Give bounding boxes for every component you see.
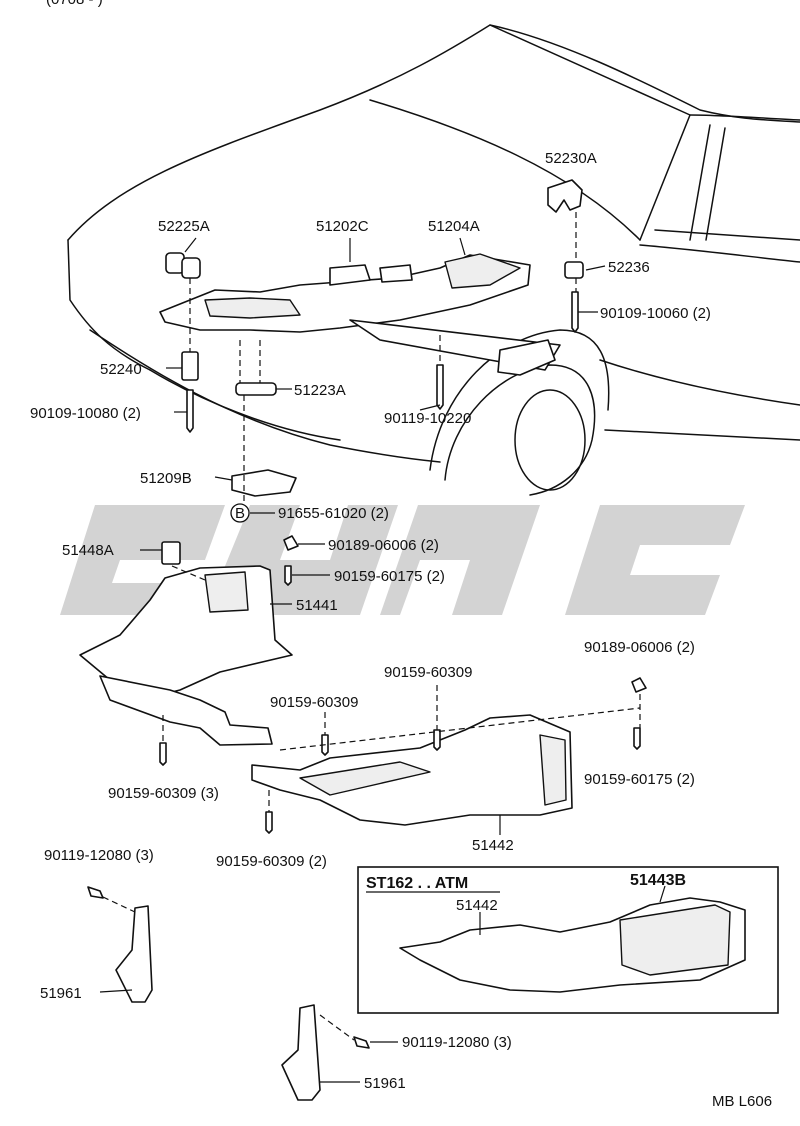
label-51443B: 51443B <box>630 872 686 889</box>
label-51442-inset: 51442 <box>456 897 498 914</box>
callout-b: B <box>235 505 245 522</box>
bracket-51961-upper <box>115 905 153 1003</box>
label-90119-12080-upper: 90119-12080 (3) <box>44 847 154 864</box>
bolt-90119-10220 <box>436 364 444 410</box>
bushing-52225A <box>165 252 201 279</box>
inset-box-st162-atm <box>357 866 779 1014</box>
label-51441: 51441 <box>296 597 338 614</box>
bracket-51961-lower <box>281 1004 321 1101</box>
car-body-outline <box>67 24 800 496</box>
label-51961-upper: 51961 <box>40 985 82 1002</box>
label-51204A: 51204A <box>428 218 480 235</box>
label-52230A: 52230A <box>545 150 597 167</box>
label-90109-10060: 90109-10060 (2) <box>600 305 711 322</box>
undercover-51442 <box>251 714 573 826</box>
spacer-52240 <box>181 351 199 381</box>
label-90159-60309-2: 90159-60309 (2) <box>216 853 327 870</box>
label-90159-60175-upper: 90159-60175 (2) <box>334 568 445 585</box>
watermark-logo <box>60 505 745 615</box>
label-51209B: 51209B <box>140 470 192 487</box>
label-90189-06006-upper: 90189-06006 (2) <box>328 537 439 554</box>
label-52240: 52240 <box>100 361 142 378</box>
label-52236: 52236 <box>608 259 650 276</box>
undercover-51441 <box>79 541 293 746</box>
label-90159-60309-mid: 90159-60309 <box>384 664 472 681</box>
label-90119-10220: 90119-10220 <box>384 410 471 427</box>
label-90189-06006-lower: 90189-06006 (2) <box>584 639 695 656</box>
leader-lines <box>99 212 666 1083</box>
inset-title: ST162 . . ATM <box>366 875 468 892</box>
mount-52230A <box>547 179 583 213</box>
label-51202C: 51202C <box>316 218 369 235</box>
plate-51209B <box>231 469 297 497</box>
label-90159-60175-lower: 90159-60175 (2) <box>584 771 695 788</box>
label-90159-60309-3: 90159-60309 (3) <box>108 785 219 802</box>
label-52225A: 52225A <box>158 218 210 235</box>
part-labels: (0708 - ) 52230A 52225A 51202C 51204A 52… <box>30 0 772 1110</box>
crossmember-51202C <box>159 253 561 376</box>
bolt-90109-10080 <box>186 389 194 433</box>
callout-circle-b <box>230 503 250 523</box>
cushion-52236 <box>564 261 584 279</box>
drawing-code: MB L606 <box>712 1093 772 1110</box>
pad-51223A <box>235 382 277 396</box>
label-90109-10080: 90109-10080 (2) <box>30 405 141 422</box>
header-fragment: (0708 - ) <box>46 0 103 8</box>
label-90119-12080-lower: 90119-12080 (3) <box>402 1034 512 1051</box>
fastener-group <box>87 535 647 1049</box>
bolt-90109-10060 <box>571 291 579 333</box>
label-51223A: 51223A <box>294 382 346 399</box>
label-91655-61020: 91655-61020 (2) <box>278 505 389 522</box>
label-51961-lower: 51961 <box>364 1075 406 1092</box>
label-51448A: 51448A <box>62 542 114 559</box>
label-51442: 51442 <box>472 837 514 854</box>
label-90159-60309-left: 90159-60309 <box>270 694 358 711</box>
